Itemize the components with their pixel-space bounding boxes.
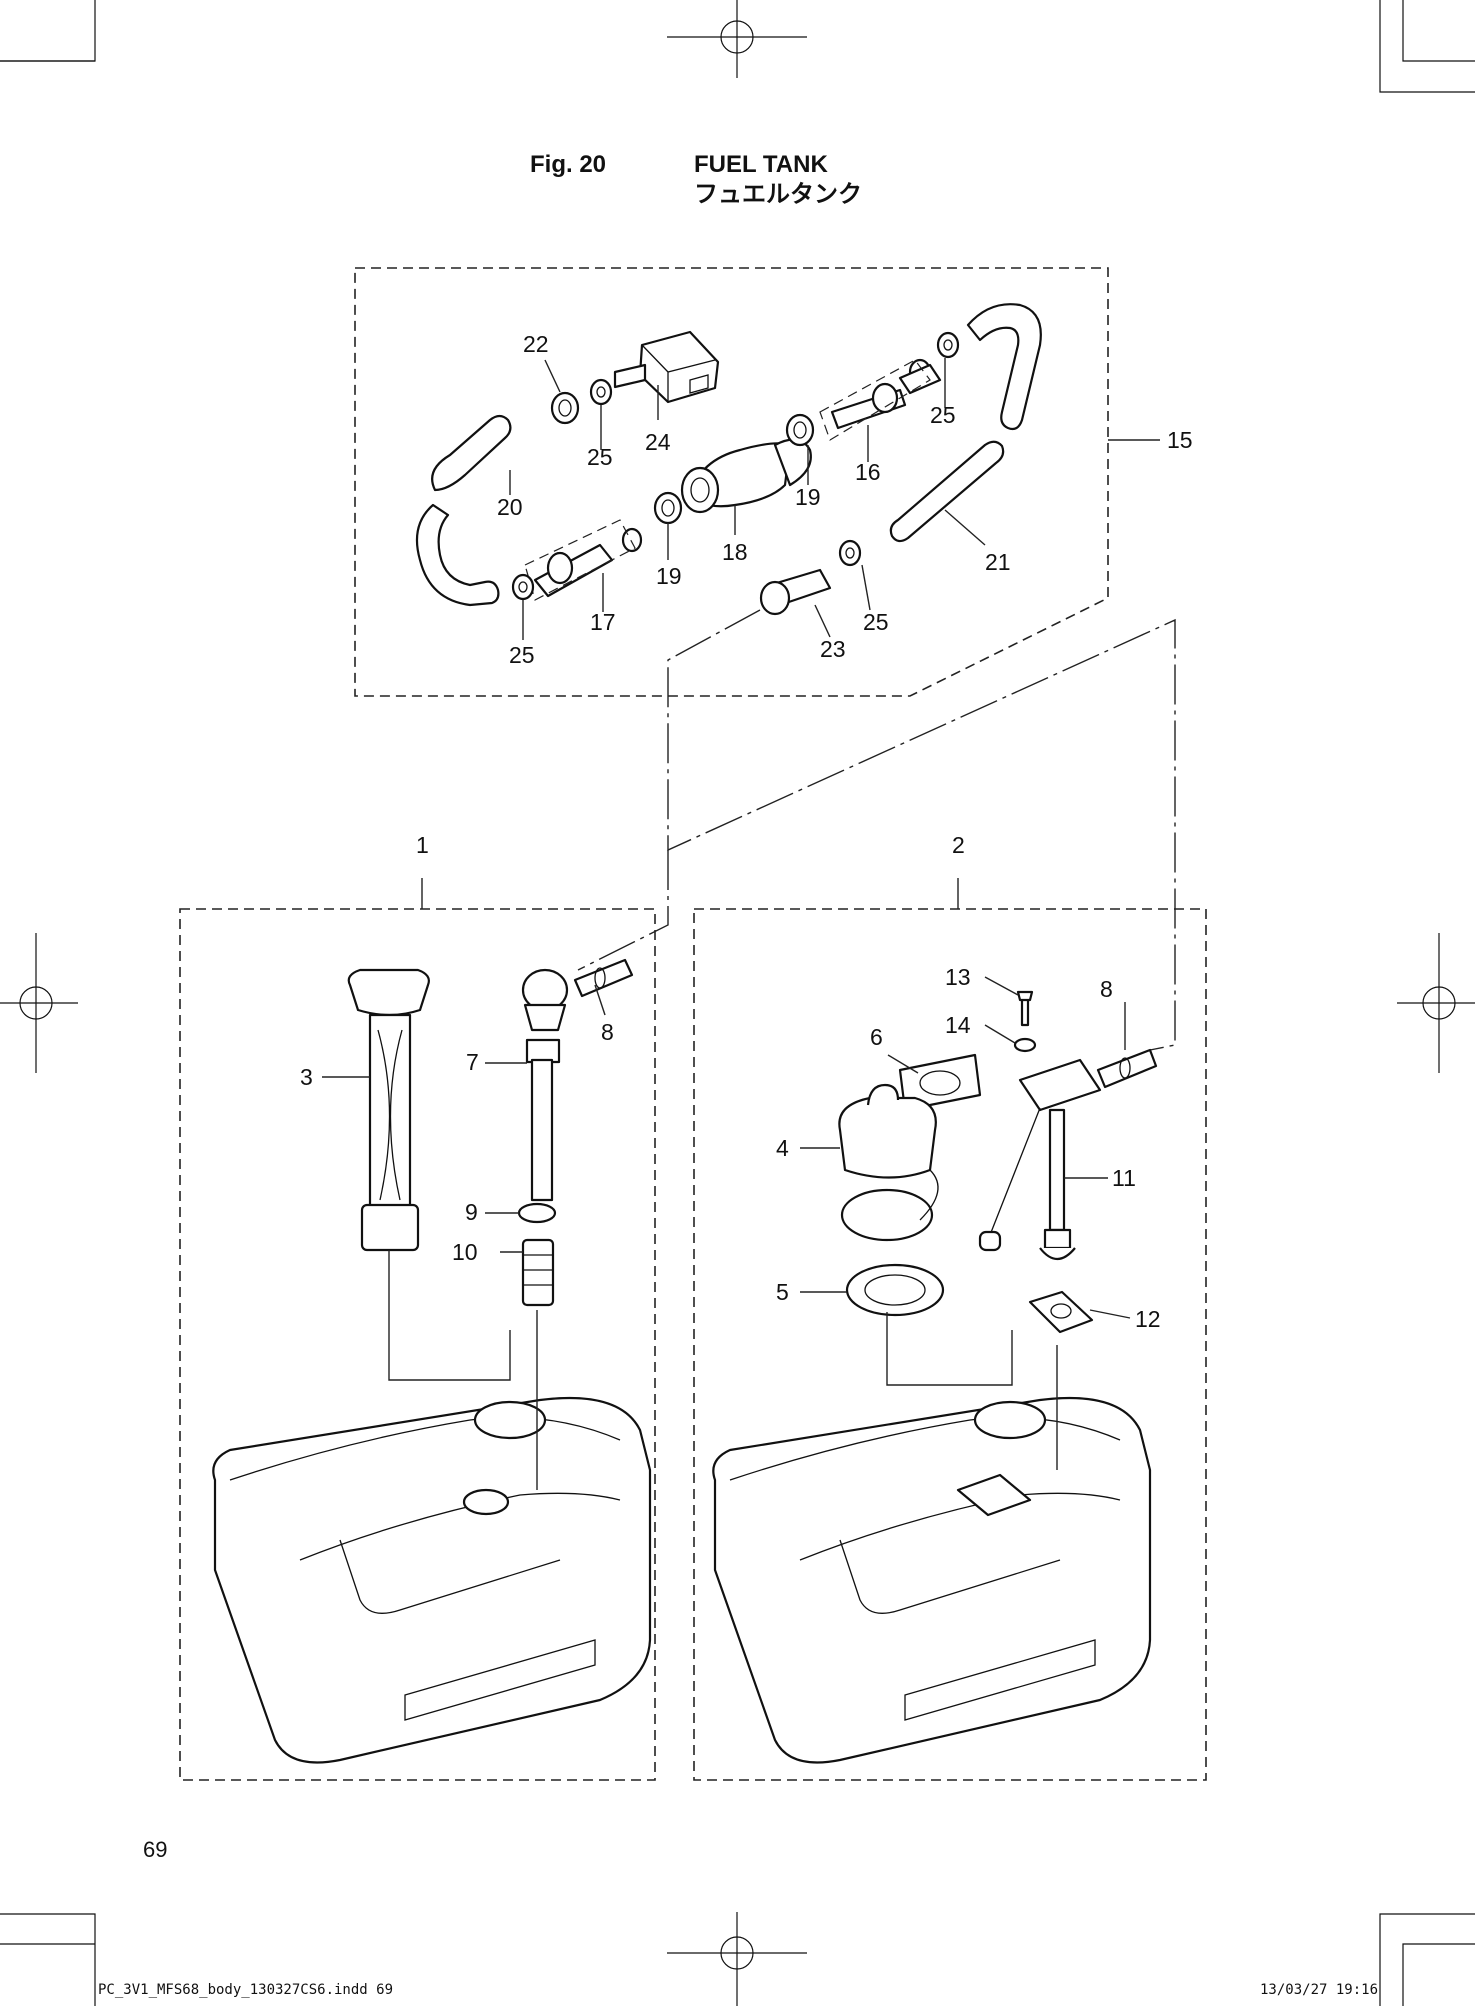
fuel-tank-2 [712, 1396, 1152, 1764]
tank-1-group-box [179, 908, 656, 1781]
registration-mark-left [0, 933, 78, 1073]
registration-mark-bottom [667, 1912, 807, 2006]
registration-mark-top [667, 0, 807, 78]
footer-timestamp: 13/03/27 19:16 [1260, 1982, 1378, 1998]
footer-file-name: PC_3V1_MFS68_body_130327CS6.indd 69 [98, 1982, 393, 1998]
hose-15 [966, 303, 1042, 431]
ring-22 [550, 391, 580, 425]
check-valve-17 [533, 543, 614, 598]
callout-8-left: 8 [601, 1019, 614, 1045]
hose-20-lower [415, 503, 500, 607]
figure-title: FUEL TANK [694, 151, 828, 178]
callout-23: 23 [820, 636, 846, 662]
page-number: 69 [143, 1837, 167, 1862]
part-callouts: 22 25 24 25 15 16 19 20 18 21 19 17 25 2… [300, 331, 1193, 1332]
clip-25-left [511, 573, 535, 601]
callout-19-right: 19 [795, 484, 821, 510]
filter-10 [521, 1238, 555, 1307]
callout-1: 1 [416, 832, 429, 858]
callout-6: 6 [870, 1024, 883, 1050]
callout-15: 15 [1167, 427, 1193, 453]
connection-lines [577, 609, 1176, 1051]
callout-8-right: 8 [1100, 976, 1113, 1002]
callout-13: 13 [945, 964, 971, 990]
callout-25-top: 25 [587, 444, 613, 470]
callout-19-left: 19 [656, 563, 682, 589]
clip-25-bottom [838, 539, 862, 567]
callout-25-bottom: 25 [863, 609, 889, 635]
fuel-level-sender-11 [1018, 1058, 1102, 1112]
filler-cap-4 [838, 1096, 937, 1179]
callout-14: 14 [945, 1012, 971, 1038]
callout-24: 24 [645, 429, 671, 455]
gasket-6 [898, 1053, 982, 1112]
clip-25-right [936, 331, 960, 359]
callout-25-right: 25 [930, 402, 956, 428]
registration-mark-right [1397, 933, 1475, 1073]
hose-assembly-group-box [354, 267, 1109, 697]
primer-hose-assembly [415, 303, 1042, 616]
callout-11: 11 [1112, 1165, 1136, 1191]
clip-19-right [785, 413, 815, 447]
callout-18: 18 [722, 539, 748, 565]
washer-14 [1013, 1037, 1037, 1053]
leader-lines [322, 358, 1160, 1319]
callout-25-left: 25 [509, 642, 535, 668]
callout-21: 21 [985, 549, 1011, 575]
fitting-8-right [1096, 1048, 1158, 1089]
clip-25-top [589, 378, 613, 406]
tank-2-parts [712, 990, 1158, 1764]
tank-1-parts [212, 958, 652, 1764]
callout-10: 10 [452, 1239, 478, 1265]
screw-13 [1016, 990, 1034, 1027]
clip-19-left [653, 491, 683, 525]
hose-20-upper [431, 414, 512, 492]
callout-2: 2 [952, 832, 965, 858]
o-ring-9 [517, 1202, 557, 1224]
cap-ring-5 [845, 1263, 945, 1317]
fuel-tank-1 [212, 1396, 652, 1764]
callout-3: 3 [300, 1064, 313, 1090]
callout-20: 20 [497, 494, 523, 520]
callout-12: 12 [1135, 1306, 1161, 1332]
gasket-12 [1028, 1290, 1094, 1334]
callout-5: 5 [776, 1279, 789, 1305]
callout-4: 4 [776, 1135, 789, 1161]
callout-16: 16 [855, 459, 881, 485]
figure-title-japanese: フュエルタンク [694, 181, 862, 208]
callout-7: 7 [466, 1049, 479, 1075]
fitting-8-left [573, 958, 634, 998]
callout-17: 17 [590, 609, 616, 635]
callout-9: 9 [465, 1199, 478, 1225]
figure-number: Fig. 20 [530, 151, 606, 178]
connector-cap-24 [638, 330, 720, 404]
fuel-gauge-3 [347, 968, 430, 1017]
tank-2-group-box [693, 908, 1207, 1781]
callout-22: 22 [523, 331, 549, 357]
hose-21 [889, 440, 1005, 543]
